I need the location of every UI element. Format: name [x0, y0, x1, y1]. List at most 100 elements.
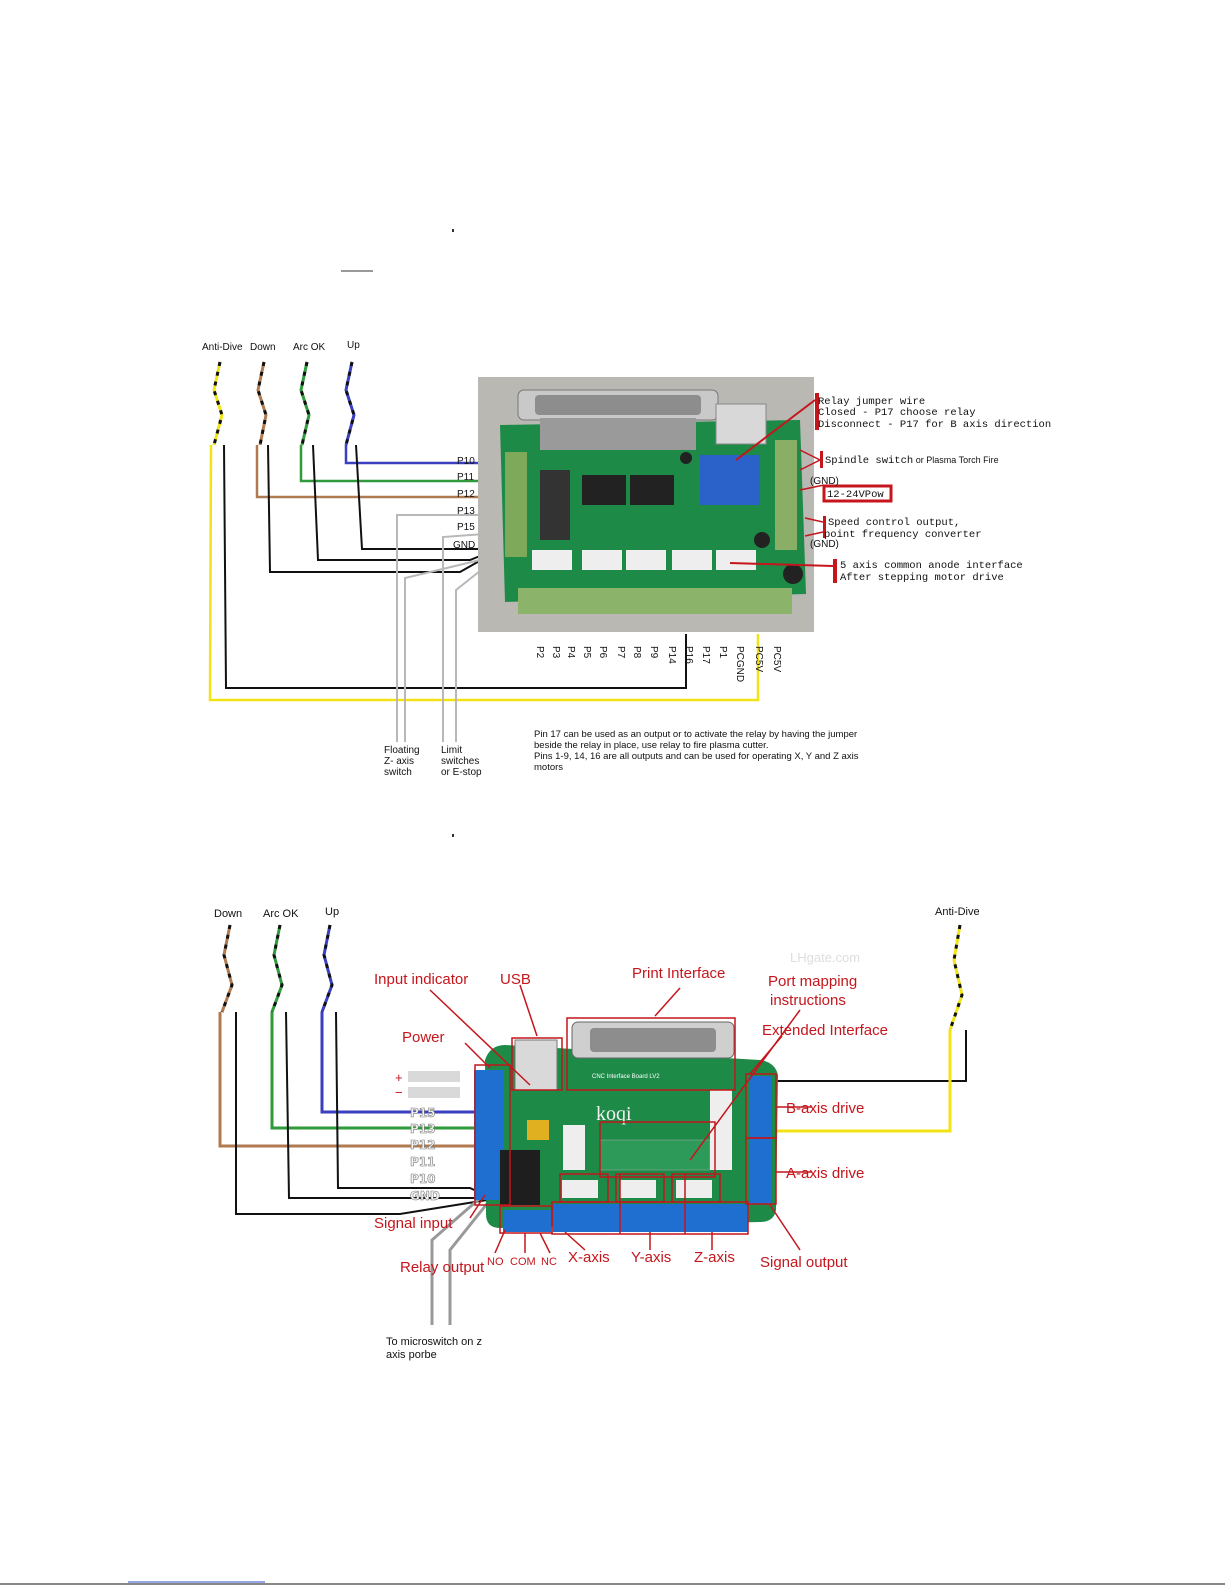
bottom-pin-label: P2 — [534, 646, 545, 659]
bottom-pin-label: P9 — [648, 646, 659, 659]
callout-x-axis: X-axis — [568, 1249, 610, 1266]
callout-port-mapping-1: Port mapping — [768, 973, 857, 990]
wire-arc-ok-green — [299, 445, 498, 483]
wire-label-anti-dive: Anti-Dive — [202, 342, 243, 353]
input-pin-label: P13 — [457, 506, 475, 517]
annotation-anode-1: 5 axis common anode interface — [840, 560, 1023, 572]
diagram-2: Down Arc OK Up Anti-Dive — [214, 906, 980, 1361]
wire-label-up: Up — [325, 906, 339, 918]
wire-gray-probe-1 — [430, 1190, 488, 1325]
microswitch-label-1: To microswitch on z — [386, 1336, 482, 1348]
wire-gray-floating — [396, 514, 498, 742]
callout-power: Power — [402, 1029, 445, 1046]
twisted-wire-stubs — [212, 361, 356, 446]
annotation-relay-2: Closed - P17 choose relay — [818, 407, 976, 419]
callout-signal-input: Signal input — [374, 1215, 453, 1232]
wire-up-blue — [344, 445, 498, 465]
bottom-pin-label: P3 — [550, 646, 561, 659]
watermark: LHgate.com — [790, 950, 860, 965]
bottom-pin-label: P7 — [615, 646, 626, 659]
bottom-pin-label: P6 — [597, 646, 608, 659]
bottom-pin-label: P16 — [683, 646, 694, 664]
floating-label-2: Z- axis — [384, 756, 414, 767]
annotation-marks — [729, 393, 893, 583]
callout-extended-interface: Extended Interface — [762, 1022, 888, 1039]
annotation-gnd-top: (GND) — [810, 476, 839, 487]
wire-label-arc-ok: Arc OK — [263, 908, 299, 920]
annotation-power: 12-24VPow — [827, 489, 884, 501]
callout-nc: NC — [541, 1256, 557, 1268]
callout-z-axis: Z-axis — [694, 1249, 735, 1266]
limit-label-2: switches — [441, 756, 479, 767]
limit-label-3: or E-stop — [441, 767, 482, 778]
power-minus-label-box — [408, 1087, 460, 1098]
input-pin-label: GND — [410, 1189, 440, 1203]
wire-label-down: Down — [250, 342, 276, 353]
limit-label-1: Limit — [441, 745, 462, 756]
wire-label-anti-dive: Anti-Dive — [935, 906, 980, 918]
board-title: CNC Interface Board LV2 — [592, 1074, 660, 1080]
annotation-relay-1: Relay jumper wire — [818, 396, 925, 408]
wire-gray-probe-2 — [448, 1199, 492, 1325]
callout-com: COM — [510, 1256, 536, 1268]
wire-label-up: Up — [347, 340, 360, 351]
wire-arc-ok-black — [285, 1011, 487, 1199]
wire-gray-floating-2 — [404, 559, 481, 742]
bottom-pin-label: PCGND — [734, 646, 745, 682]
input-pin-label: P11 — [457, 472, 474, 483]
stray-mark — [452, 229, 454, 232]
callout-usb: USB — [500, 971, 531, 988]
stray-mark — [452, 834, 454, 837]
callout-input-indicator: Input indicator — [374, 971, 468, 988]
callout-signal-output: Signal output — [760, 1254, 848, 1271]
wire-arc-ok-green — [270, 1012, 487, 1130]
callout-boxes — [429, 984, 812, 1254]
annotation-anode-2: After stepping motor drive — [840, 572, 1004, 584]
note-line-3: Pins 1-9, 14, 16 are all outputs and can… — [534, 751, 859, 762]
callout-port-mapping-2: instructions — [770, 992, 846, 1009]
bottom-pin-label: PC5V — [753, 646, 764, 672]
floating-label-1: Floating — [384, 745, 420, 756]
wire-down-brown — [255, 445, 498, 499]
board-brand: koqi — [596, 1103, 632, 1125]
cnc-board-photo-1 — [478, 377, 814, 632]
input-pin-label: P10 — [457, 456, 475, 467]
wire-label-arc-ok: Arc OK — [293, 342, 326, 353]
input-pin-label: P12 — [457, 489, 475, 500]
power-plus-label-box — [408, 1071, 460, 1082]
wire-anti-dive-yellow — [771, 1030, 952, 1133]
annotation-speed-2: point frequency converter — [824, 529, 982, 541]
callout-y-axis: Y-axis — [631, 1249, 671, 1266]
cnc-board-photo-2 — [474, 1021, 778, 1232]
wire-down-brown — [218, 1012, 487, 1148]
bottom-pin-label: P14 — [666, 646, 677, 664]
wire-down-black — [267, 444, 491, 573]
bottom-pin-label: P8 — [631, 646, 642, 659]
wire-anti-dive-yellow — [208, 444, 760, 702]
note-line-2: beside the relay in place, use relay to … — [534, 740, 768, 751]
callout-print-interface: Print Interface — [632, 965, 725, 982]
bottom-pin-label: P5 — [581, 646, 592, 659]
wire-up-blue — [320, 1012, 487, 1114]
input-pin-label: P15 — [410, 1106, 436, 1120]
input-pin-label: P15 — [457, 522, 475, 533]
annotation-relay-3: Disconnect - P17 for B axis direction — [818, 419, 1051, 431]
wire-label-down: Down — [214, 908, 242, 920]
input-pin-label: P13 — [410, 1122, 436, 1136]
twisted-wire-stubs-2 — [220, 924, 964, 1031]
bottom-pin-label: P1 — [717, 646, 728, 659]
callout-no: NO — [487, 1256, 504, 1268]
plus-sign: + — [395, 1070, 403, 1085]
callout-b-axis: B-axis drive — [786, 1100, 864, 1117]
wire-down-black — [235, 1012, 488, 1215]
microswitch-label-2: axis porbe — [386, 1349, 437, 1361]
diagram-1: Anti-Dive Down Arc OK Up — [202, 340, 1051, 778]
wire-gray-limit-2 — [455, 566, 486, 742]
minus-sign: − — [395, 1085, 403, 1100]
annotation-speed-1: Speed control output, — [828, 517, 960, 529]
bottom-pin-label: P17 — [700, 646, 711, 664]
annotation-gnd-bottom: (GND) — [810, 539, 839, 550]
bottom-pin-label: PC5V — [771, 646, 782, 672]
wire-up-black — [355, 444, 487, 550]
annotation-spindle-main: Spindle switch — [825, 455, 913, 467]
